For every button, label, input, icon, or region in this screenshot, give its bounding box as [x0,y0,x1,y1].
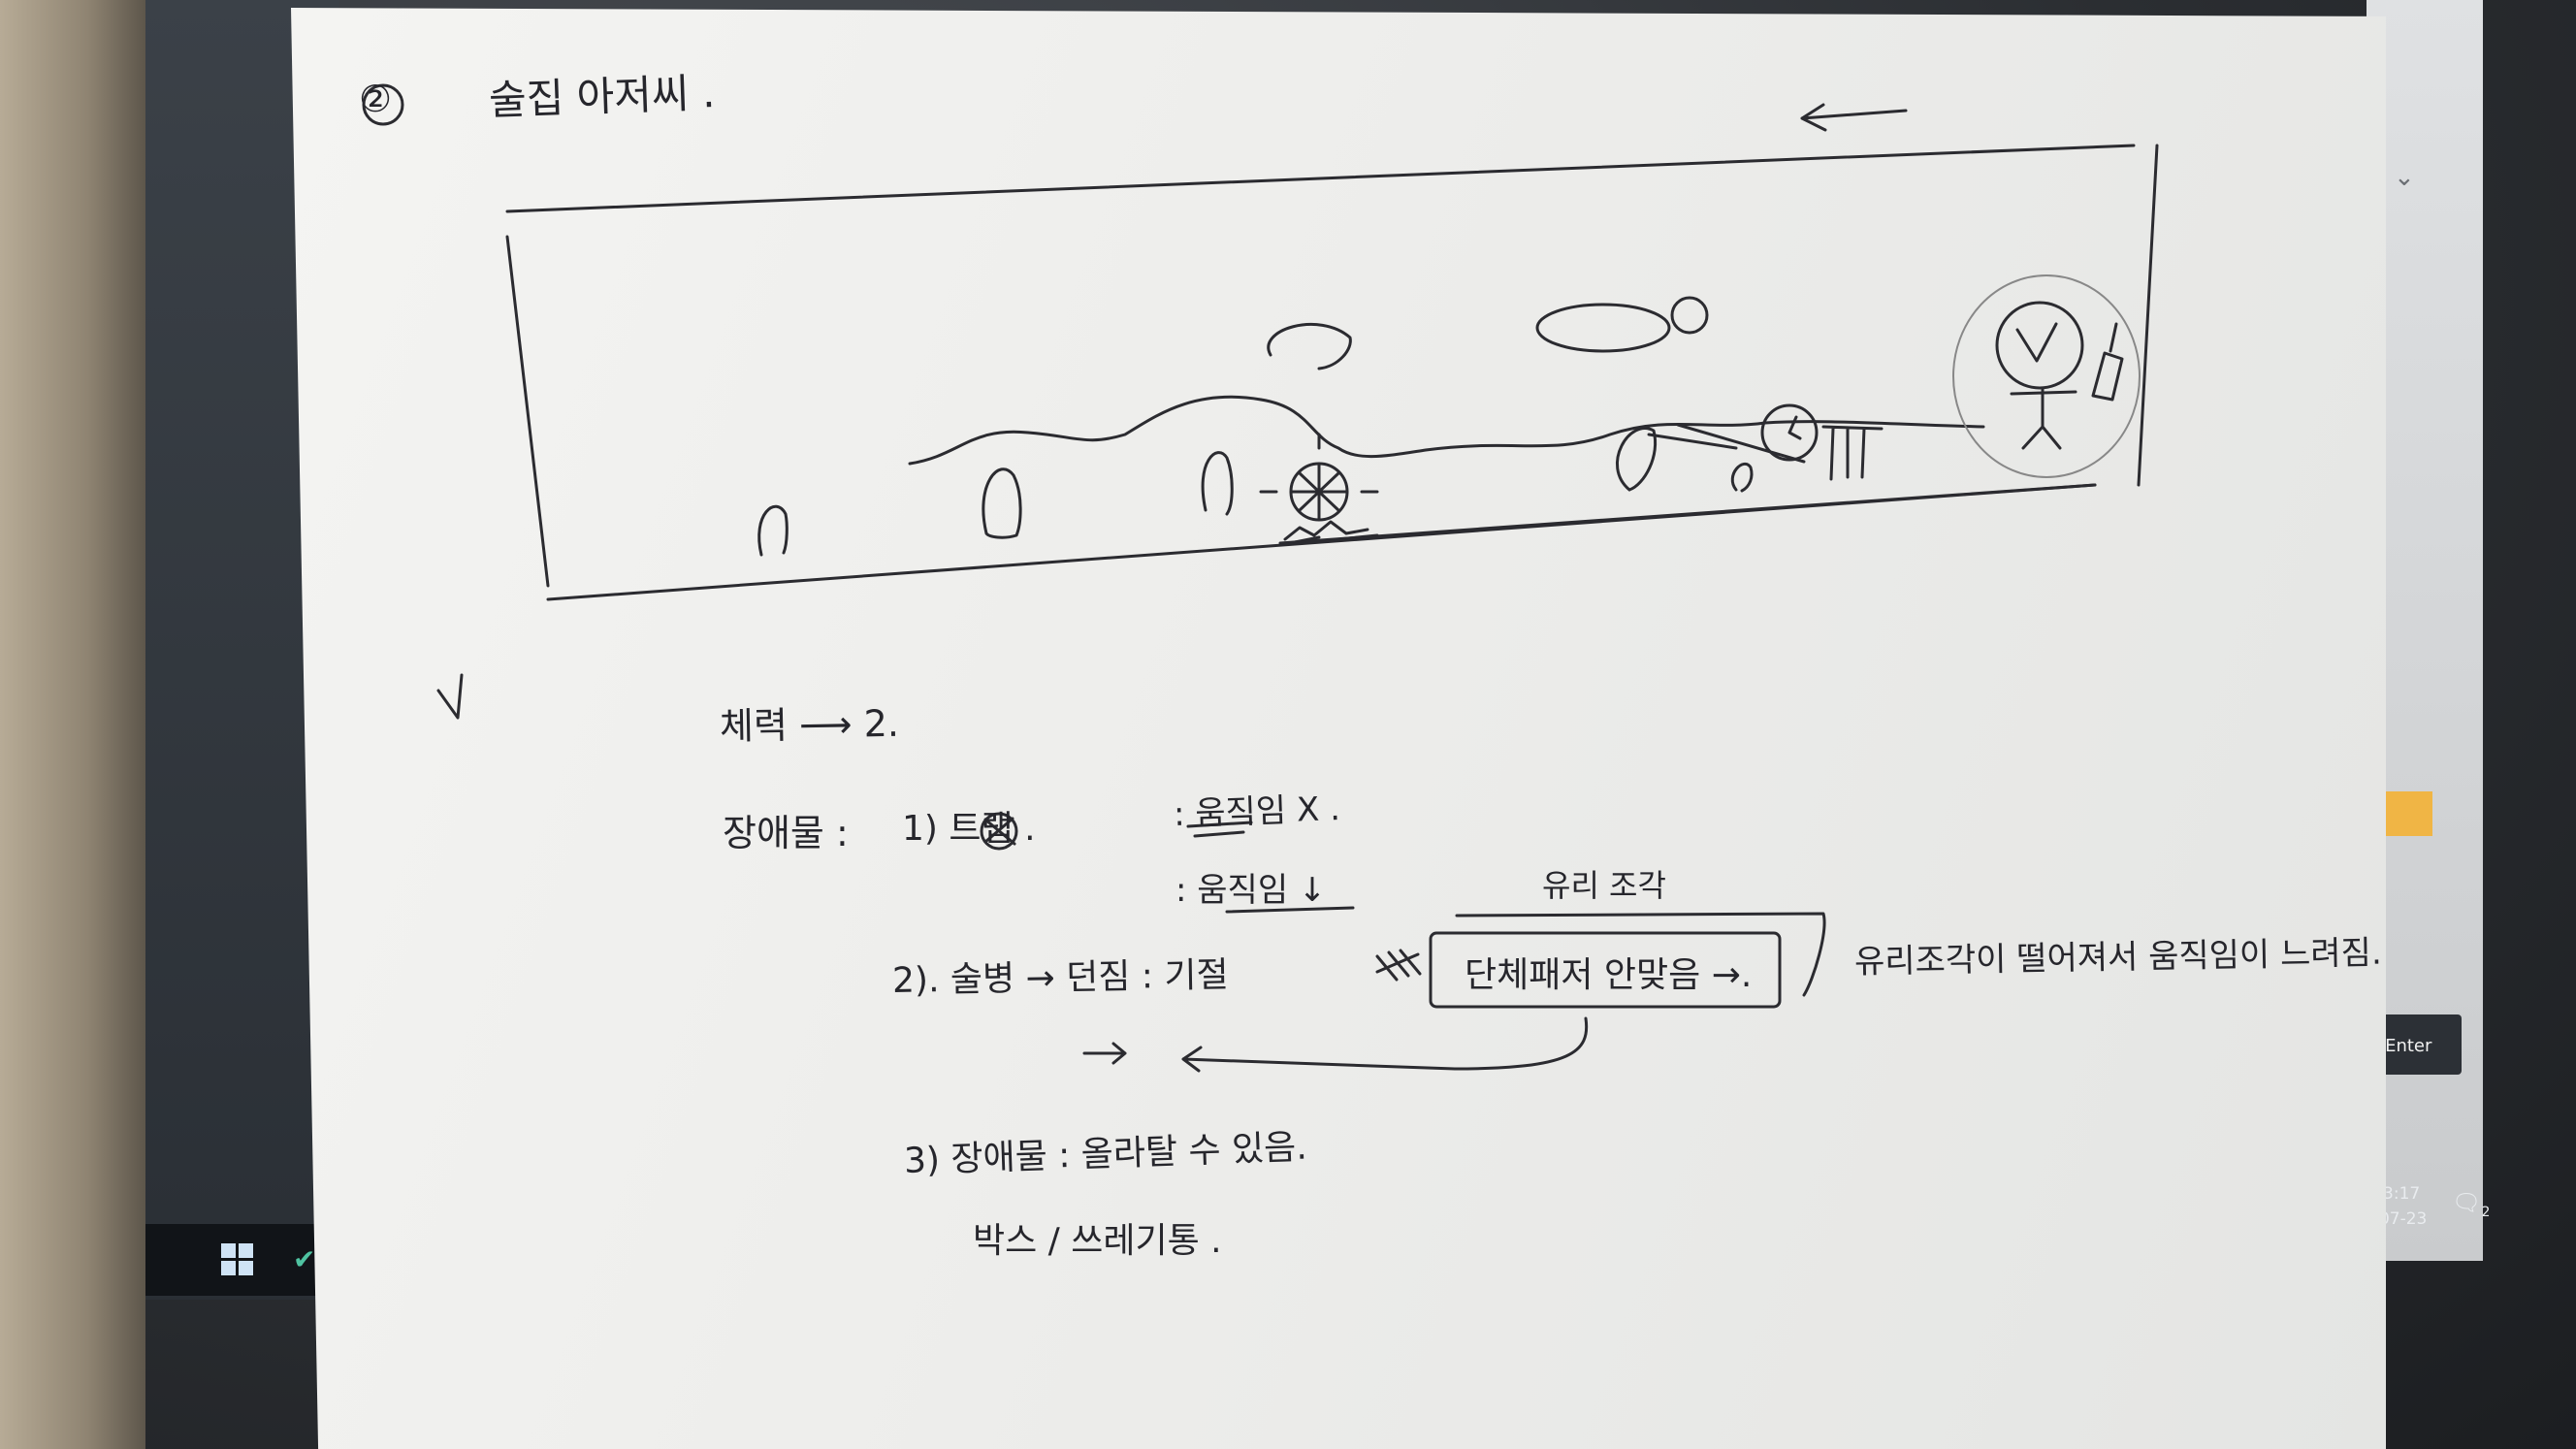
windows-taskbar [145,1224,339,1296]
trap-scribble-icon [980,812,1018,851]
small-bottle [1730,462,1754,493]
boss-head [1995,301,2084,390]
floating-orb [1670,296,1709,335]
heading-circle [362,83,404,126]
boss-body [2010,386,2077,450]
chevron-down-icon: ⌄ [2394,163,2415,192]
floating-platform [1535,303,1671,353]
enemy-shape [1616,427,1657,492]
floating-platform [1267,322,1352,370]
windows-start-icon [221,1243,254,1276]
boss-aura [1952,274,2141,478]
arrow-icon [1082,1042,1127,1065]
heading-number: ② [359,78,393,120]
glass-label: 유리 조각 [1542,867,1666,904]
obstacle-2-result: 유리조각이 떨어져서 움직임이 느려짐. [1853,933,2383,982]
taskbar-app-icon: ✔ [293,1243,316,1275]
notification-count: 2 [2481,1204,2491,1220]
page-title: 술집 아저씨 . [488,68,717,124]
enemy-shape [757,504,789,557]
boxed-note-frame [1429,931,1782,1009]
obstacle-1-title: 1) 트랩 . [902,809,1036,849]
health-note: 체력 ⟶ 2. [719,701,900,748]
paper-sheet [291,8,2386,1449]
table-prop [1821,425,1884,481]
trap-grass [1283,520,1379,545]
floor-line [1278,483,2097,545]
check-mark-icon [436,673,464,720]
level-frame [505,144,2159,601]
direction-arrow-icon [1800,103,1908,132]
obstacle-1-effect-b: : 움직임 ↓ [1175,871,1327,910]
thrown-line [1647,423,1806,464]
glass-bracket [1455,912,1826,997]
notification-icon: 🗨2 [2452,1189,2491,1220]
obstacle-3-examples: 박스 / 쓰레기통 . [973,1221,1222,1261]
obstacle-2-line: 2). 술병 → 던짐 : 기절 [891,954,1229,1001]
obstacle-1-effect-a: : 움직임 X . [1173,789,1341,834]
boss-bottle [2091,322,2124,402]
terrain-line [908,395,1985,466]
obstacles-label: 장애물 : [723,812,849,854]
enemy-shape [1201,451,1234,516]
enemy-shape [982,467,1022,539]
wooden-shelf [0,0,145,1449]
clock-prop [1760,403,1819,462]
boxed-note: 단체패저 안맞음 →. [1465,955,1753,995]
return-arrow [1181,1016,1589,1073]
